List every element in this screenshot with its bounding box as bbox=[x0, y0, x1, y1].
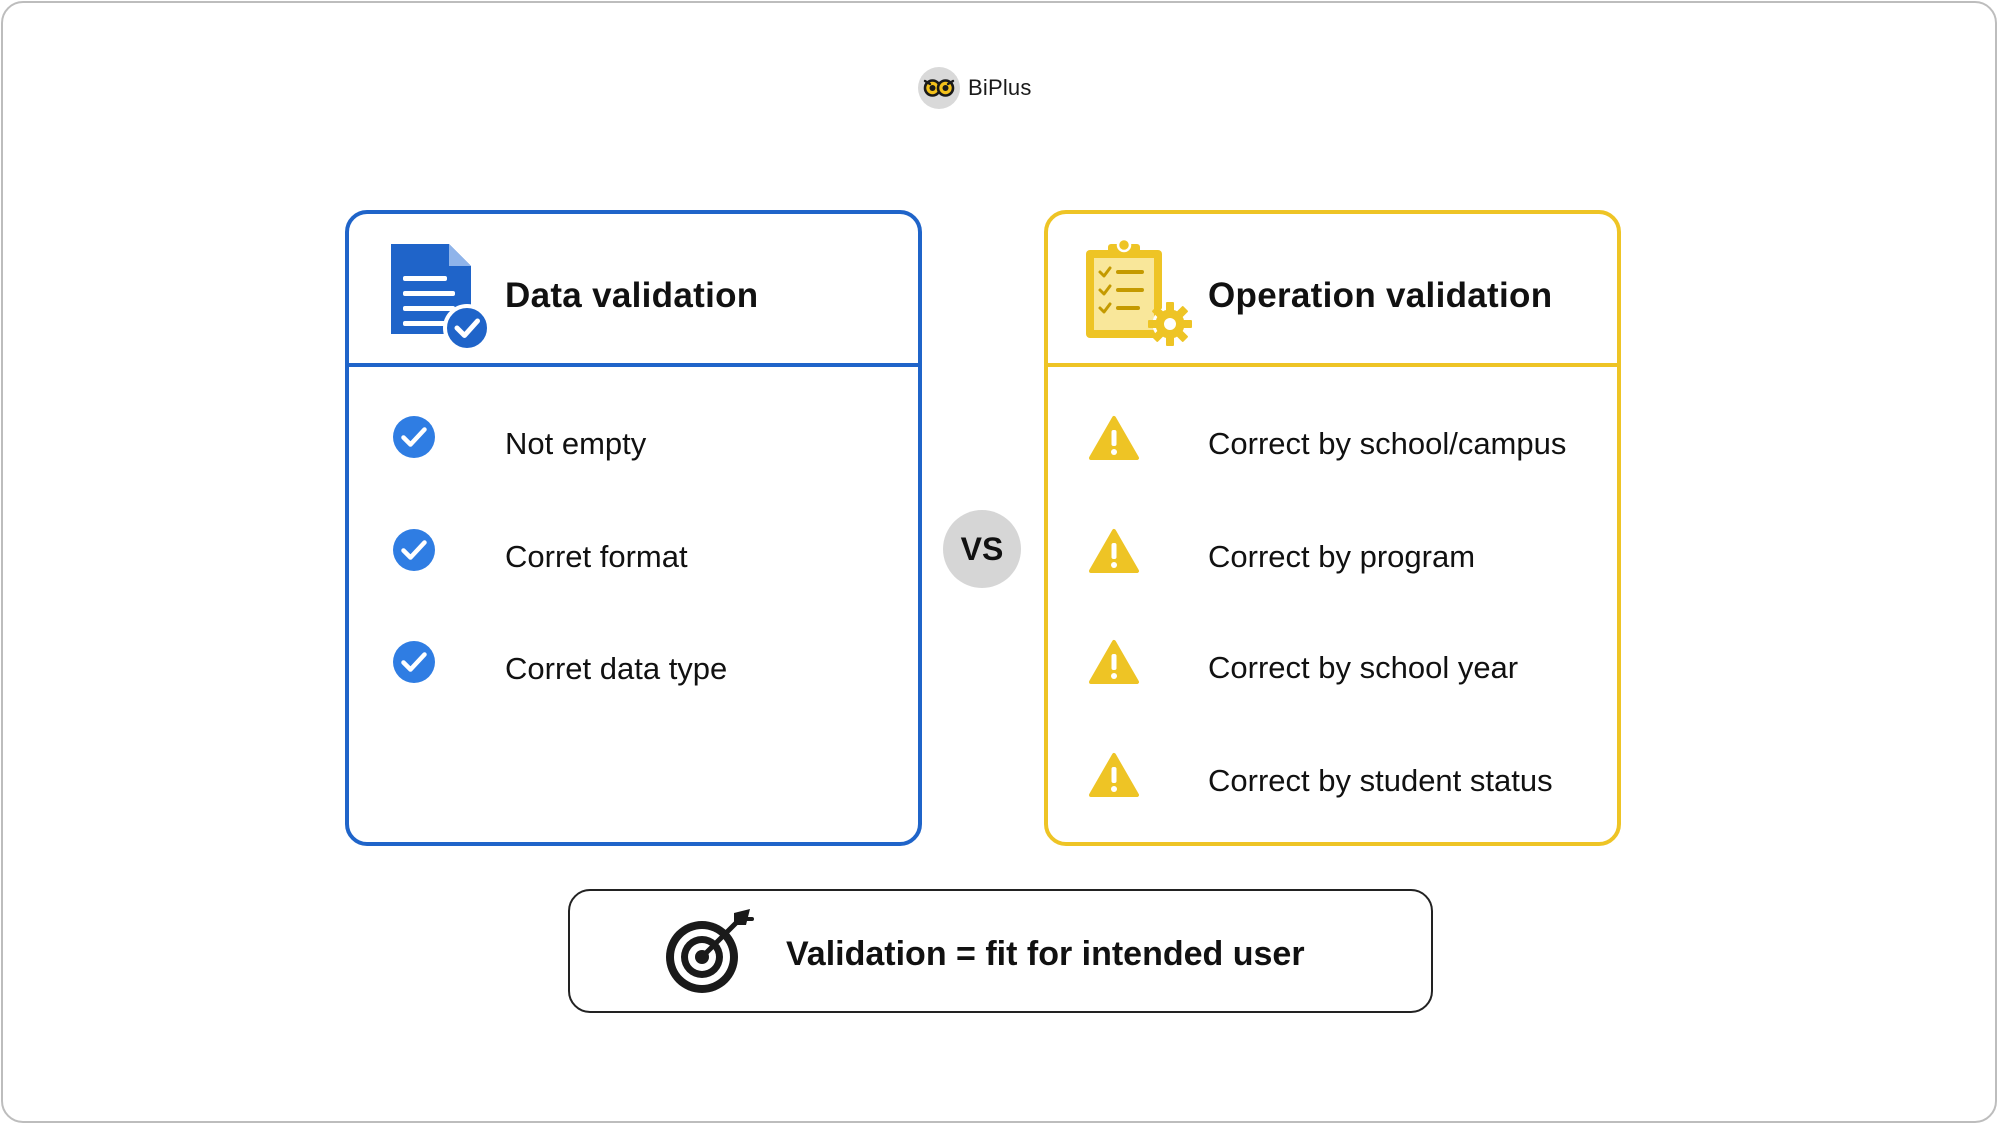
item-label: Corret format bbox=[505, 539, 688, 574]
clipboard-gear-icon bbox=[1082, 236, 1198, 353]
operation-validation-title: Operation validation bbox=[1208, 276, 1553, 315]
target-icon bbox=[660, 905, 754, 1004]
item-label: Correct by school year bbox=[1208, 650, 1519, 685]
item-label: Correct by student status bbox=[1208, 763, 1553, 798]
warning-icon bbox=[1088, 751, 1140, 804]
document-check-icon bbox=[387, 240, 493, 357]
item-label: Correct by school/campus bbox=[1208, 426, 1567, 461]
vs-badge: VS bbox=[943, 510, 1021, 588]
operation-validation-card: Operation validation Correct by school/c… bbox=[1044, 210, 1621, 846]
list-item: Correct by student status bbox=[1048, 751, 1617, 811]
check-circle-icon bbox=[391, 639, 437, 690]
item-label: Not empty bbox=[505, 426, 647, 461]
list-item: Correct by school year bbox=[1048, 638, 1617, 698]
banner-text: Validation = fit for intended user bbox=[786, 935, 1305, 973]
check-circle-icon bbox=[391, 414, 437, 465]
list-item: Correct by program bbox=[1048, 527, 1617, 587]
data-validation-title: Data validation bbox=[505, 276, 759, 315]
data-validation-header: Data validation bbox=[349, 214, 918, 367]
list-item: Corret format bbox=[349, 527, 918, 587]
warning-icon bbox=[1088, 527, 1140, 580]
brand: BiPlus bbox=[918, 64, 1032, 112]
warning-icon bbox=[1088, 638, 1140, 691]
summary-banner: Validation = fit for intended user bbox=[568, 889, 1433, 1013]
warning-icon bbox=[1088, 414, 1140, 467]
brand-name: BiPlus bbox=[968, 75, 1032, 100]
item-label: Correct by program bbox=[1208, 539, 1476, 574]
data-validation-card: Data validation Not empty Corret format … bbox=[345, 210, 922, 846]
list-item: Not empty bbox=[349, 414, 918, 474]
list-item: Corret data type bbox=[349, 639, 918, 699]
operation-validation-header: Operation validation bbox=[1048, 214, 1617, 367]
item-label: Corret data type bbox=[505, 651, 728, 686]
check-circle-icon bbox=[391, 527, 437, 578]
list-item: Correct by school/campus bbox=[1048, 414, 1617, 474]
owl-logo-icon bbox=[918, 67, 960, 109]
